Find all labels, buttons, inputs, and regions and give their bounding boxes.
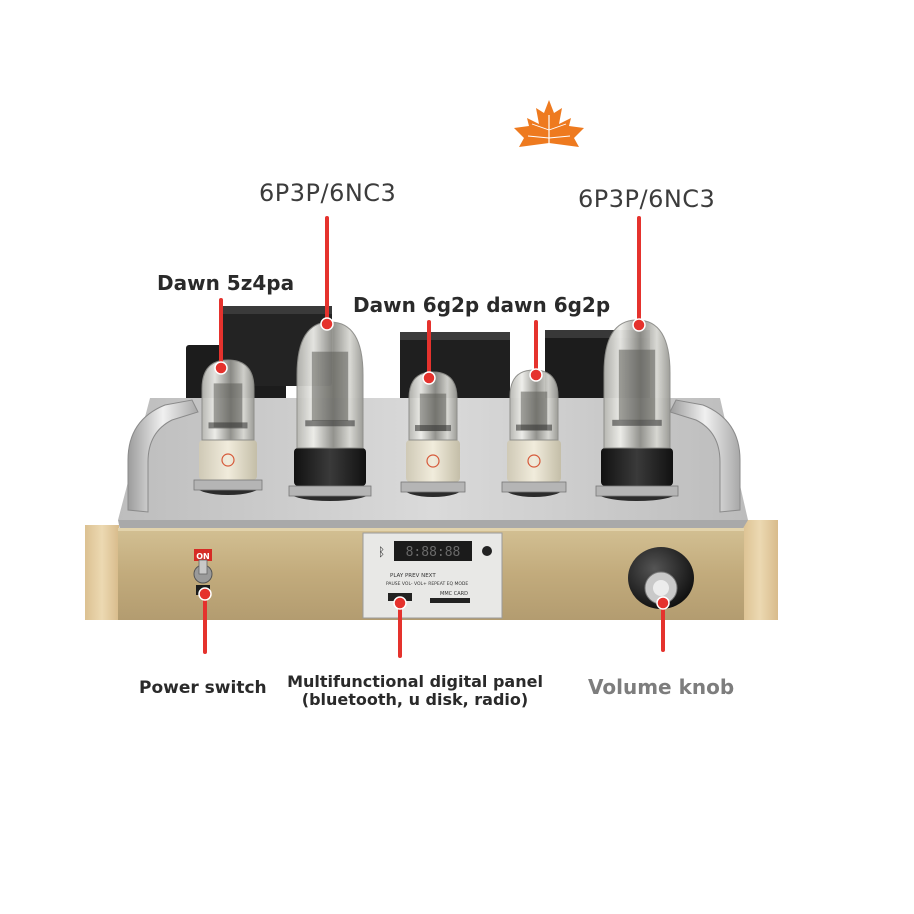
label-rectifier-tube: Dawn 5z4pa (157, 271, 295, 295)
tube-rectifier-5z4pa (193, 359, 263, 495)
sd-card-icon (430, 598, 470, 603)
maple-leaf-logo (514, 100, 584, 147)
pointer-digital-panel (393, 596, 407, 658)
switch-on-label: ON (196, 552, 210, 561)
wood-side-right (742, 520, 778, 620)
pointer-lines (198, 216, 670, 658)
volume-knob (628, 547, 694, 609)
tube-driver-6g2p-left (400, 371, 466, 497)
handle-left (127, 399, 199, 513)
handle-right (669, 399, 741, 513)
pointer-power-switch (198, 587, 212, 654)
pointer-driver-right (529, 320, 543, 382)
label-digital-panel-line2: (bluetooth, u disk, radio) (301, 690, 529, 710)
bluetooth-icon: ᛒ (378, 545, 385, 559)
pointer-power-tube-right (632, 216, 646, 332)
tube-driver-6g2p-right (501, 369, 567, 497)
ir-sensor (482, 546, 492, 556)
label-digital-panel-line1: Multifunctional digital panel (287, 672, 543, 691)
digital-display (394, 541, 472, 561)
tube-power-6p3p-left (288, 321, 372, 501)
button-row-1: PLAY PREV NEXT (390, 573, 436, 579)
label-power-tube-right: 6P3P/6NC3 (578, 185, 716, 213)
digital-panel-module: ᛒ 8:88:88 PLAY PREV NEXT PAUSE VOL- VOL+… (362, 532, 503, 619)
label-volume-knob: Volume knob (588, 675, 735, 699)
label-power-switch: Power switch (139, 678, 267, 698)
card-label: MMC CARD (440, 591, 468, 597)
pointer-rectifier (214, 298, 228, 375)
wood-side-left (85, 525, 119, 620)
label-power-tube-left: 6P3P/6NC3 (259, 179, 397, 207)
display-readout: 8:88:88 (406, 545, 461, 560)
vacuum-tubes (193, 319, 679, 501)
pointer-volume-knob (656, 596, 670, 652)
pointer-driver-left (422, 320, 436, 385)
button-row-2: PAUSE VOL- VOL+ REPEAT EQ MODE (386, 581, 468, 587)
pointer-power-tube-left (320, 216, 334, 331)
label-digital-panel: Multifunctional digital panel (bluetooth… (282, 672, 548, 710)
label-driver-tubes: Dawn 6g2p dawn 6g2p (353, 293, 611, 317)
tube-power-6p3p-right (595, 319, 679, 501)
